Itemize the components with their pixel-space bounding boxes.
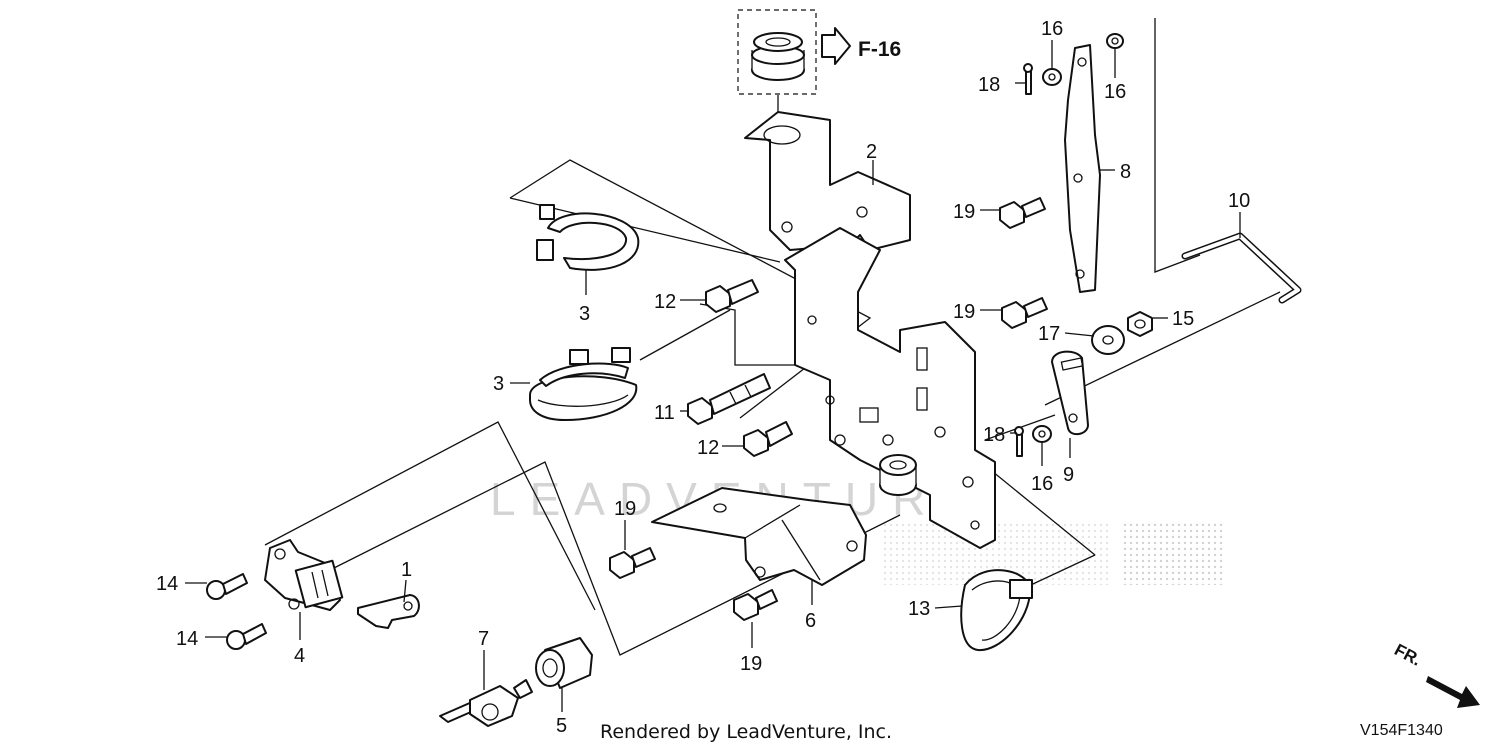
washer-16-lower xyxy=(1032,425,1052,443)
diagram-code: V154F1340 xyxy=(1360,722,1443,739)
washer-16-top-right xyxy=(1106,33,1124,49)
lever-9 xyxy=(1051,350,1089,436)
callout-19-middle: 19 xyxy=(953,301,975,323)
callout-10: 10 xyxy=(1228,190,1250,212)
screw-14-upper xyxy=(206,573,248,600)
callout-8: 8 xyxy=(1120,161,1131,183)
callout-12-upper: 12 xyxy=(654,291,676,313)
watermark-logo-block xyxy=(1120,520,1225,585)
callout-13: 13 xyxy=(908,598,930,620)
wire-guide-6 xyxy=(651,487,867,586)
pin-18-upper xyxy=(1023,63,1033,95)
bolt-12-upper xyxy=(705,279,759,313)
rod-10 xyxy=(1181,232,1302,304)
callout-2: 2 xyxy=(866,141,877,163)
strap-8 xyxy=(1064,44,1101,293)
front-direction-label: FR. xyxy=(1391,640,1424,670)
switch-7 xyxy=(439,679,533,727)
callout-9: 9 xyxy=(1063,464,1074,486)
bolt-19-upper xyxy=(999,197,1046,229)
reference-arrow-icon xyxy=(821,27,851,65)
callout-16-top-right: 16 xyxy=(1104,81,1126,103)
callout-19-upper: 19 xyxy=(953,201,975,223)
clip-1 xyxy=(357,594,420,629)
washer-17 xyxy=(1091,325,1125,355)
screw-14-lower xyxy=(226,623,267,650)
bolt-19-bottom xyxy=(733,589,778,621)
callout-19-bottom: 19 xyxy=(740,653,762,675)
bolt-11 xyxy=(687,373,771,425)
callouts: 2 3 3 12 11 12 8 10 19 19 18 16 16 17 15… xyxy=(156,18,1250,737)
callout-4: 4 xyxy=(294,645,305,667)
bracket-plate xyxy=(744,111,996,549)
callout-18-lower: 18 xyxy=(983,424,1005,446)
collar xyxy=(879,454,917,496)
callout-14-upper: 14 xyxy=(156,573,178,595)
bolt-19-middle xyxy=(1001,297,1048,329)
callout-16-top-left: 16 xyxy=(1041,18,1063,40)
front-arrow-icon xyxy=(1426,676,1480,708)
bushing-5 xyxy=(535,637,593,689)
callout-18-upper: 18 xyxy=(978,74,1000,96)
callout-17: 17 xyxy=(1038,323,1060,345)
callout-3-lower: 3 xyxy=(493,373,504,395)
callout-15: 15 xyxy=(1172,308,1194,330)
callout-leaders xyxy=(185,40,1241,712)
front-direction-indicator: FR. xyxy=(1391,640,1480,708)
callout-12-lower: 12 xyxy=(697,437,719,459)
pin-18-lower xyxy=(1014,426,1024,457)
callout-14-lower: 14 xyxy=(176,628,198,650)
callout-7: 7 xyxy=(478,628,489,650)
callout-3-upper: 3 xyxy=(579,303,590,325)
reference-label: F-16 xyxy=(858,38,901,61)
callout-11: 11 xyxy=(654,402,675,424)
nut-15 xyxy=(1127,311,1153,337)
grommet-reference: F-16 xyxy=(737,9,901,95)
cable-tie-lower xyxy=(960,569,1033,652)
callout-19-left: 19 xyxy=(614,498,636,520)
rendered-by-credit: Rendered by LeadVenture, Inc. xyxy=(600,721,892,743)
bolt-12-lower xyxy=(743,421,793,457)
sensor-4 xyxy=(264,539,344,611)
callout-6: 6 xyxy=(805,610,816,632)
callout-5: 5 xyxy=(556,715,567,737)
bolt-19-left xyxy=(609,547,656,579)
cable-tie-upper xyxy=(536,204,640,271)
washer-16-top-left xyxy=(1042,68,1062,86)
cable-tie-middle xyxy=(529,347,638,421)
callout-1: 1 xyxy=(401,559,412,581)
callout-16-lower: 16 xyxy=(1031,473,1053,495)
